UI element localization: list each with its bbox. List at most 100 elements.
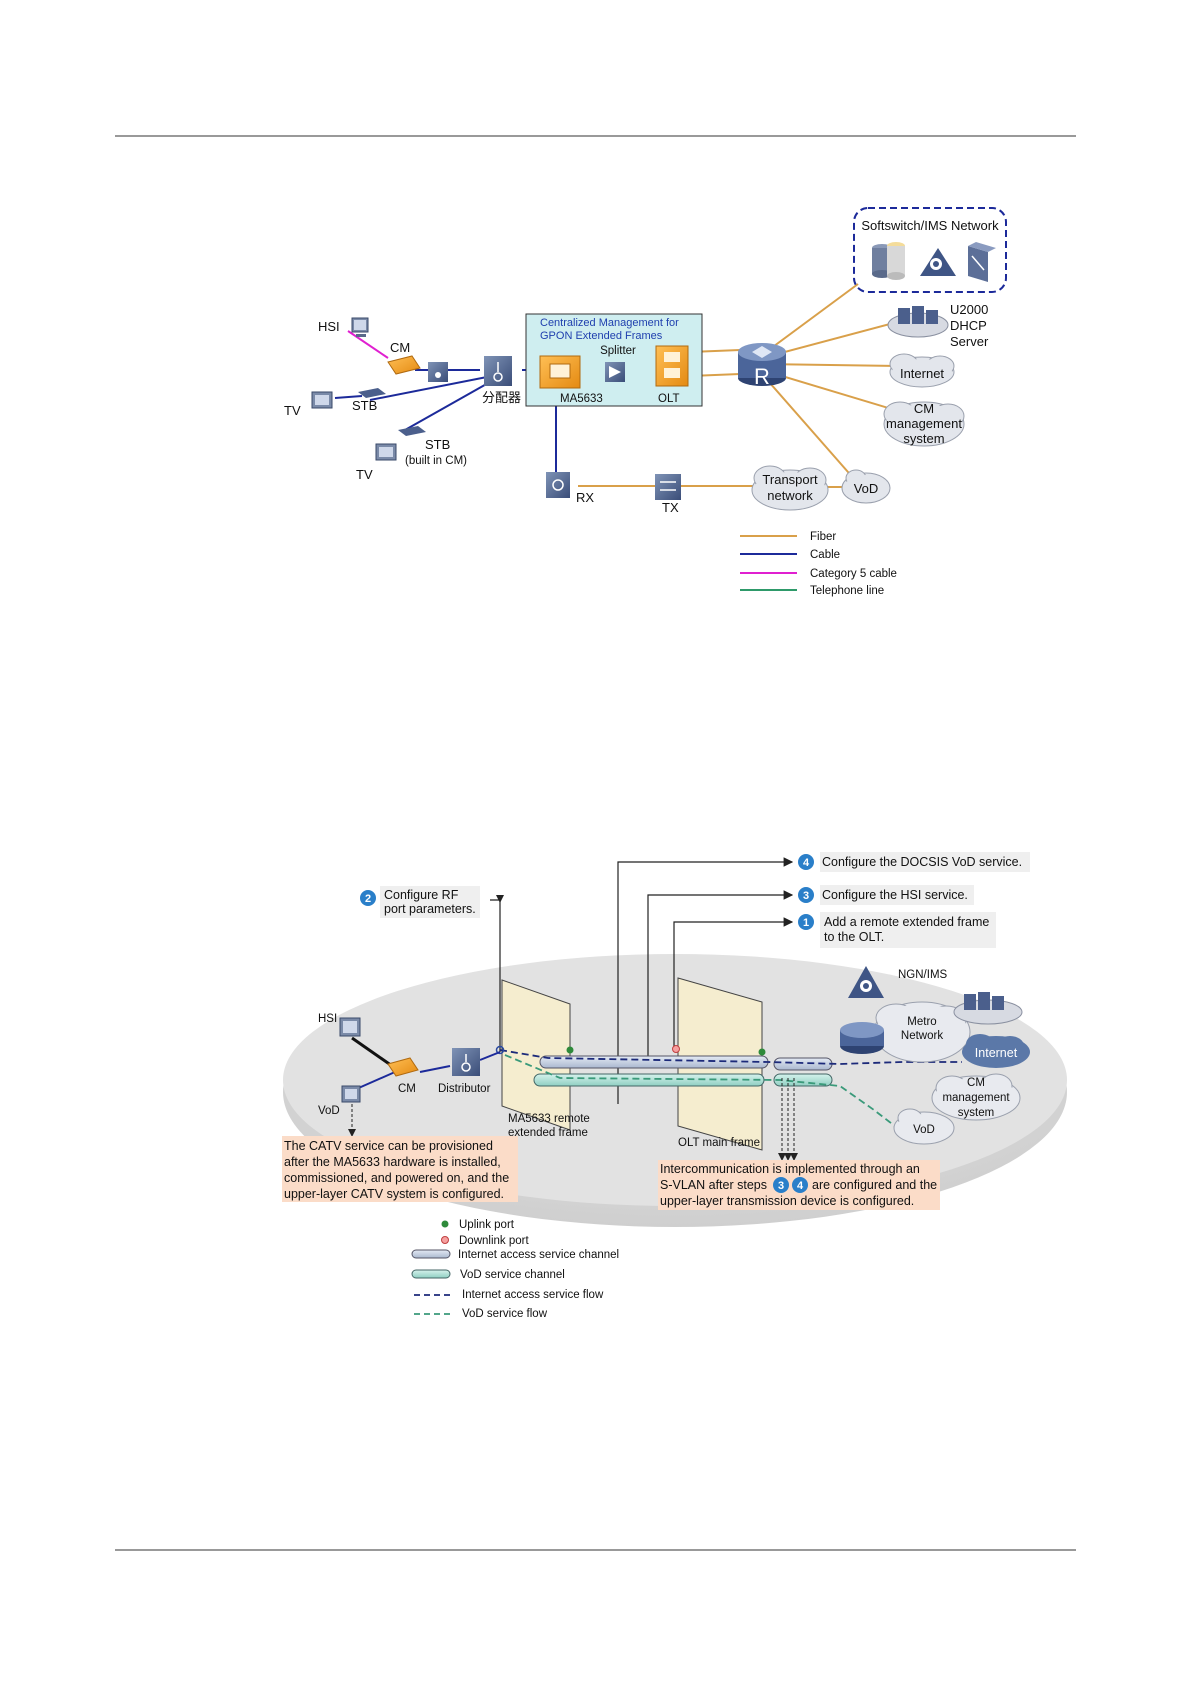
intercom-line2-pre: S-VLAN after steps — [660, 1178, 767, 1192]
vod-service-channel-tube — [533, 1073, 765, 1087]
vod-cloud — [841, 469, 891, 504]
intercom-step-b-badge — [792, 1177, 808, 1193]
splitter-label: Splitter — [600, 345, 636, 357]
u2000-label-3: Server — [950, 334, 989, 349]
ngn-ims-icon — [848, 966, 884, 998]
cm-mgmt-label-3: system — [903, 431, 944, 446]
splitter-icon — [605, 362, 625, 382]
internet-access-flow — [499, 1049, 962, 1065]
intercom-step-a-badge — [773, 1177, 789, 1193]
legend-internet-channel-label: Internet access service channel — [458, 1249, 619, 1261]
catv-note: The CATV service can be provisioned afte… — [282, 1136, 518, 1202]
legend-fiber-label: Fiber — [810, 531, 836, 543]
cm-distributor-link — [419, 1065, 451, 1073]
centralized-title-2: GPON Extended Frames — [540, 330, 663, 342]
catv-note-3: commissioned, and powered on, and the — [284, 1171, 509, 1185]
legend-downlink-label: Downlink port — [459, 1235, 529, 1247]
catv-note-4: upper-layer CATV system is configured. — [284, 1187, 504, 1201]
network-diagram-top: Softswitch/IMS Network U2000 DHCP — [284, 207, 1007, 597]
router-icon — [738, 343, 786, 386]
tx-device-icon — [655, 474, 681, 500]
legend-vod-channel-label: VoD service channel — [460, 1269, 565, 1281]
cm-label-2: CM — [398, 1083, 416, 1095]
vod-service-flow — [504, 1054, 901, 1131]
uplink-port-olt — [758, 1048, 766, 1056]
olt-device-icon — [655, 345, 689, 387]
step2-callout: 2 Configure RF port parameters. — [360, 886, 504, 1052]
hsi-computer-icon — [351, 317, 369, 337]
database-icon — [872, 242, 905, 280]
internet-cloud-2 — [962, 1034, 1030, 1068]
olt-label: OLT — [658, 393, 680, 405]
tv-label-1: TV — [284, 403, 301, 418]
legend-downlink-swatch — [441, 1236, 449, 1244]
stb-icon-1 — [358, 388, 386, 398]
catv-note-1: The CATV service can be provisioned — [284, 1139, 493, 1153]
step1-text-1: Add a remote extended frame — [824, 915, 989, 929]
distributor-icon — [484, 356, 512, 386]
step3-num: 3 — [803, 890, 809, 902]
rx-label: RX — [576, 490, 594, 505]
ma5633-frame-label-1: MA5633 remote — [508, 1113, 590, 1125]
vod-cloud-2 — [893, 1108, 955, 1145]
ma5633-label: MA5633 — [560, 393, 603, 405]
distributor-icon-2 — [452, 1048, 480, 1076]
cat5-link — [347, 330, 389, 359]
tv-label-2: TV — [356, 467, 373, 482]
step4-num: 4 — [803, 857, 810, 869]
metro-network-cloud — [873, 1001, 971, 1063]
hsi-computer-icon-2 — [339, 1017, 361, 1037]
legend-bottom: Uplink port Downlink port Internet acces… — [411, 1219, 619, 1320]
legend-internet-flow-label: Internet access service flow — [462, 1289, 604, 1301]
rx-device-icon — [546, 472, 570, 498]
distributor-frame-link — [479, 1051, 501, 1061]
step2-num: 2 — [365, 893, 371, 905]
ims-server-icon — [968, 242, 996, 282]
service-diagram-bottom: 4 Configure the DOCSIS VoD service. 3 Co… — [282, 852, 1067, 1320]
step1-callout: 1 Add a remote extended frame to the OLT… — [673, 912, 996, 1048]
tv-icon-1 — [311, 391, 333, 409]
cm-mgmt-label2-3: system — [958, 1107, 994, 1119]
transport-network-cloud — [751, 465, 829, 511]
server-group-icon — [953, 992, 1023, 1025]
ma5633-device-icon — [539, 355, 581, 389]
step1-text-2: to the OLT. — [824, 930, 884, 944]
transport-label-2: network — [767, 488, 813, 503]
step2-text-2: port parameters. — [384, 902, 476, 916]
stb-label-2: STB — [425, 437, 450, 452]
softswitch-ims-box — [853, 207, 1007, 293]
legend-cable-label: Cable — [810, 549, 840, 561]
legend-internet-channel-swatch — [411, 1249, 451, 1259]
legend-vod-channel-swatch — [411, 1269, 451, 1279]
u2000-label-1: U2000 — [950, 302, 988, 317]
stb-sub-label: (built in CM) — [405, 455, 467, 467]
intercom-step-b: 4 — [797, 1180, 804, 1192]
legend-vod-flow-label: VoD service flow — [462, 1308, 548, 1320]
step4-callout: 4 Configure the DOCSIS VoD service. — [617, 852, 1030, 1104]
u2000-server-icon — [887, 306, 949, 338]
hsi-label: HSI — [318, 319, 340, 334]
distributor-label-2: Distributor — [438, 1083, 491, 1095]
cm-mgmt-label2-2: management — [942, 1092, 1010, 1104]
cm-label: CM — [390, 340, 410, 355]
step4-text: Configure the DOCSIS VoD service. — [822, 855, 1022, 869]
catv-note-2: after the MA5633 hardware is installed, — [284, 1155, 501, 1169]
internet-cloud — [889, 353, 955, 388]
intercom-step-a: 3 — [778, 1180, 784, 1192]
cm-management-cloud-2 — [931, 1073, 1021, 1121]
metro-label-2: Network — [901, 1030, 943, 1042]
cm-management-cloud — [883, 401, 965, 447]
intercom-line1: Intercommunication is implemented throug… — [660, 1162, 920, 1176]
hsi-link — [351, 1036, 396, 1070]
legend-uplink-swatch — [441, 1220, 449, 1228]
legend-cat5-label: Category 5 cable — [810, 568, 897, 580]
cm-modem-icon — [387, 355, 421, 375]
cm-distributor-icon — [428, 362, 448, 382]
downlink-port-olt — [672, 1045, 680, 1053]
vod-label-2: VoD — [318, 1105, 340, 1117]
u2000-label-2: DHCP — [950, 318, 987, 333]
step3-callout: 3 Configure the HSI service. — [647, 885, 974, 1058]
legend-top: Fiber Cable Category 5 cable Telephone l… — [740, 531, 897, 597]
step2-text-1: Configure RF — [384, 888, 459, 902]
